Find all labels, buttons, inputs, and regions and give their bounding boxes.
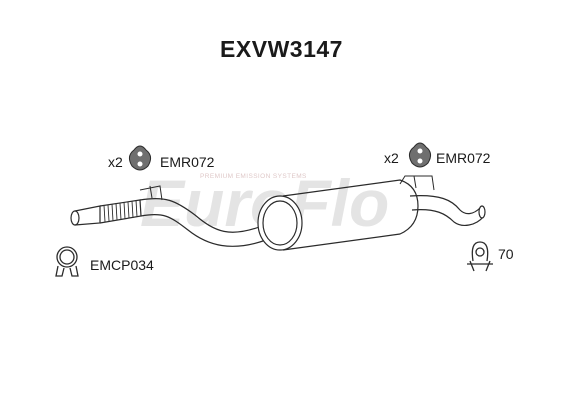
left-rubber-qty: x2: [108, 154, 123, 170]
watermark-tagline: PREMIUM EMISSION SYSTEMS: [200, 173, 307, 180]
rear-silencer-box: [257, 175, 486, 251]
flexi-front-pipe: [70, 185, 267, 247]
bolt-code: 70: [498, 246, 514, 262]
right-rubber-qty: x2: [384, 150, 399, 166]
rubber-mount-icon-left: [128, 145, 152, 171]
part-number-title: EXVW3147: [220, 36, 343, 62]
rubber-mount-icon-right: [408, 142, 432, 168]
clamp-code: EMCP034: [90, 257, 154, 273]
exhaust-clamp-icon: [55, 246, 79, 277]
left-rubber-code: EMR072: [160, 154, 215, 170]
right-rubber-code: EMR072: [436, 150, 491, 166]
u-bolt-clamp-icon: [467, 241, 493, 272]
